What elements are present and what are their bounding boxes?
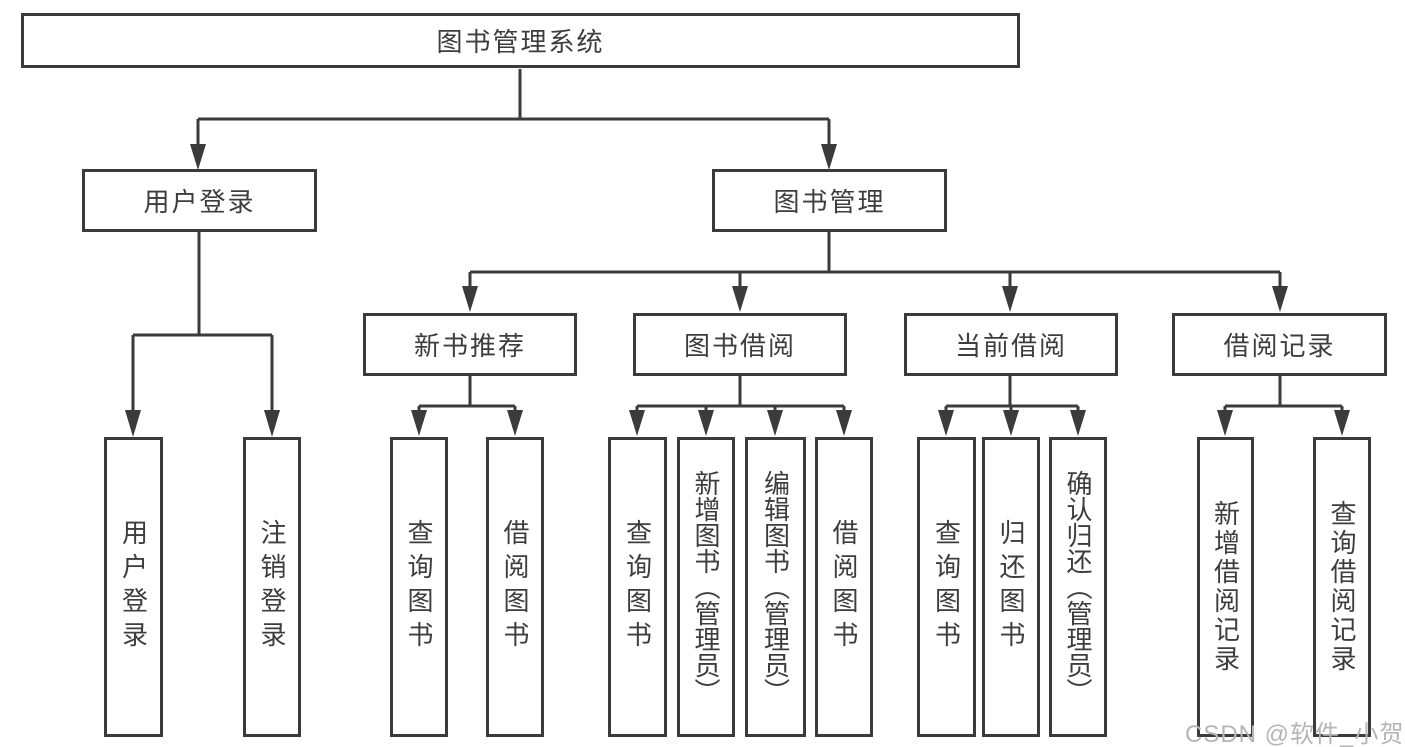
leaf-label: 用户登录 (118, 519, 149, 655)
node-new-book-recommendation: 新书推荐 (363, 313, 577, 376)
leaf-borrow-books-2: 借阅图书 (815, 437, 873, 737)
leaf-query-books: 查询图书 (390, 437, 448, 737)
leaf-label: 查询图书 (931, 519, 962, 655)
leaf-label: 新增图书（管理员） (691, 470, 721, 704)
leaf-label: 借阅图书 (829, 519, 859, 655)
leaf-logout: 注销登录 (243, 437, 301, 737)
watermark: CSDN @软件_小贺同学 (1185, 721, 1405, 747)
leaf-add-borrow-record: 新增借阅记录 (1197, 437, 1254, 737)
leaf-label: 编辑图书（管理员） (760, 470, 791, 704)
leaf-add-book-admin: 新增图书（管理员） (677, 437, 735, 737)
leaf-user-login: 用户登录 (104, 437, 163, 737)
leaf-edit-book-admin: 编辑图书（管理员） (745, 437, 806, 737)
node-current-borrowing: 当前借阅 (904, 313, 1118, 376)
leaf-label: 查询图书 (404, 519, 434, 655)
node-book-borrowing: 图书借阅 (633, 313, 847, 376)
leaf-label: 查询借阅记录 (1327, 500, 1357, 674)
leaf-label: 确认归还（管理员） (1063, 470, 1093, 704)
node-user-login: 用户登录 (82, 169, 317, 232)
leaf-label: 查询图书 (622, 519, 653, 655)
leaf-confirm-return-admin: 确认归还（管理员） (1049, 437, 1107, 737)
leaf-label: 注销登录 (257, 519, 287, 655)
node-borrowing-records: 借阅记录 (1172, 313, 1387, 376)
leaf-query-borrow-record: 查询借阅记录 (1313, 437, 1371, 737)
leaf-return-book: 归还图书 (982, 437, 1040, 737)
leaf-label: 新增借阅记录 (1210, 500, 1241, 674)
leaf-query-books-2: 查询图书 (608, 437, 667, 737)
leaf-borrow-books: 借阅图书 (486, 437, 544, 737)
leaf-label: 借阅图书 (500, 519, 530, 655)
node-root: 图书管理系统 (21, 13, 1020, 68)
node-book-management: 图书管理 (712, 169, 947, 232)
leaf-label: 归还图书 (996, 519, 1026, 655)
leaf-query-books-3: 查询图书 (917, 437, 976, 737)
